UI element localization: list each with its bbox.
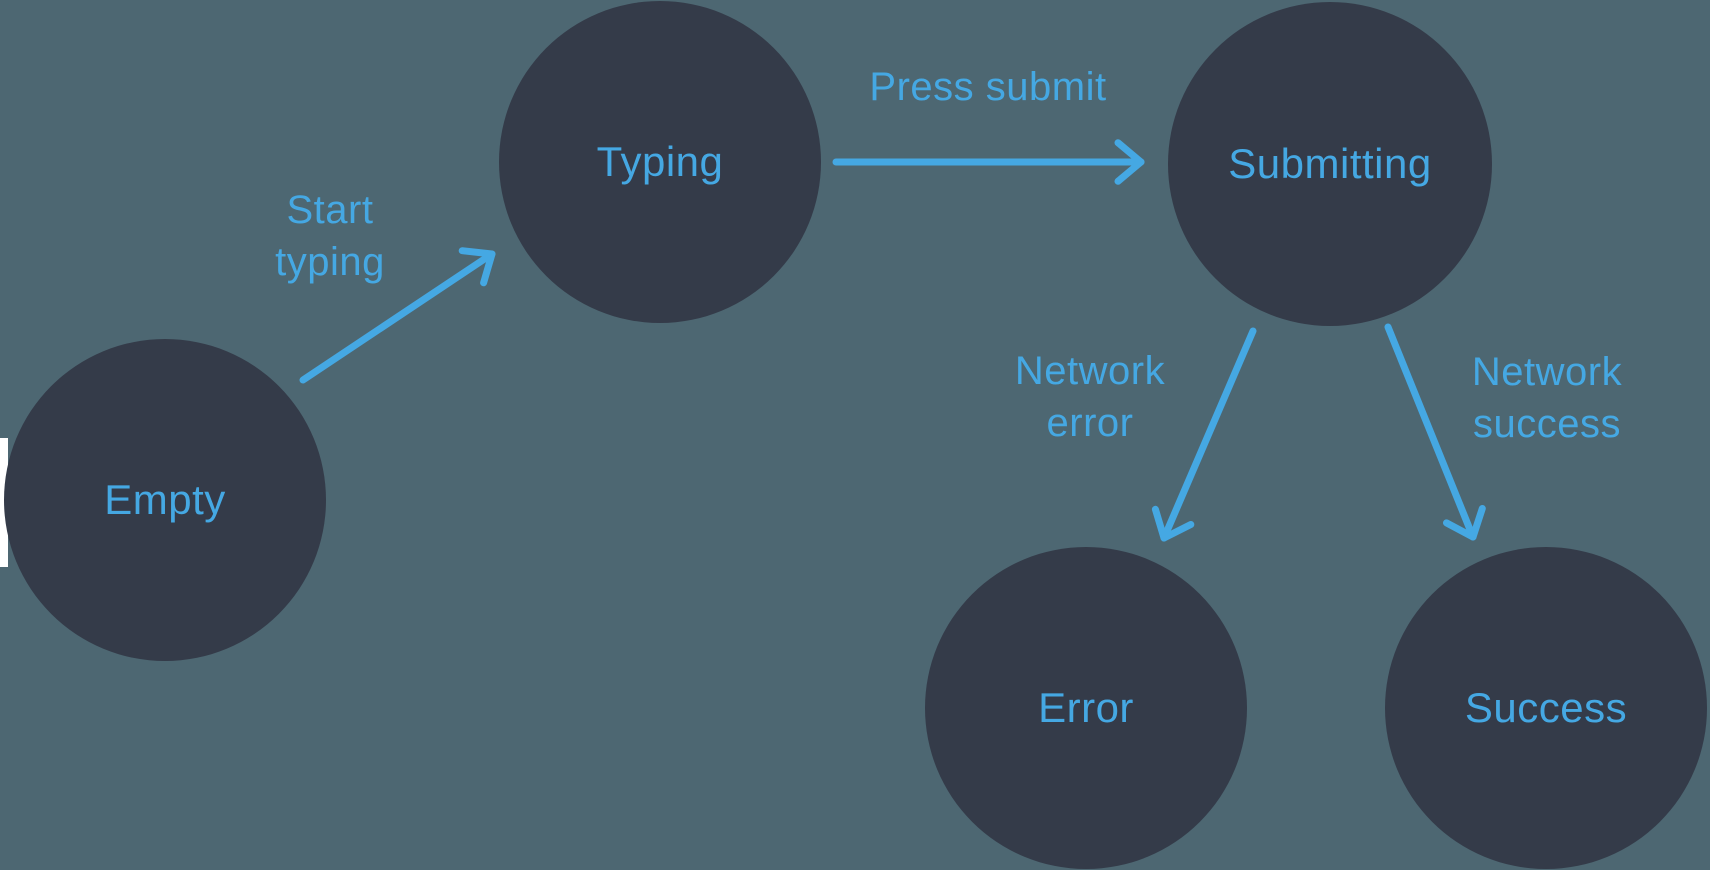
state-node-label-success: Success	[1464, 684, 1628, 731]
transition-label-start-typing: Start typing	[275, 184, 385, 288]
transition-label-line: Network	[1471, 350, 1623, 394]
state-node-label-error: Error	[1038, 684, 1134, 731]
transition-label-press-submit: Press submit	[869, 61, 1106, 113]
state-node-error: Error	[925, 547, 1247, 869]
state-node-label-empty: Empty	[104, 476, 226, 523]
state-node-success: Success	[1385, 547, 1707, 869]
transition-label-line: error	[1046, 401, 1134, 445]
transition-label-line: Start	[286, 188, 374, 232]
transition-arrow-start-typing	[299, 250, 496, 384]
transition-label-line: typing	[275, 240, 385, 284]
transition-arrowhead-press-submit	[1114, 139, 1145, 185]
state-node-empty: Empty	[4, 339, 326, 661]
transition-arrowhead-network-success	[1443, 505, 1486, 541]
state-node-submitting: Submitting	[1168, 2, 1492, 326]
transition-label-network-error: Network error	[1015, 345, 1165, 449]
state-node-label-typing: Typing	[596, 138, 724, 185]
state-node-typing: Typing	[499, 1, 821, 323]
transition-arrow-network-error	[1160, 327, 1257, 542]
transition-label-network-success: Network success	[1472, 346, 1622, 450]
transition-arrowhead-network-error	[1151, 505, 1195, 542]
transition-label-line: success	[1472, 402, 1621, 446]
transition-label-line: Network	[1014, 349, 1166, 393]
transition-arrow-network-success	[1384, 323, 1477, 541]
transition-label-line: Press submit	[869, 65, 1107, 109]
state-node-label-submitting: Submitting	[1228, 140, 1432, 187]
transition-arrowhead-start-typing	[458, 247, 496, 287]
